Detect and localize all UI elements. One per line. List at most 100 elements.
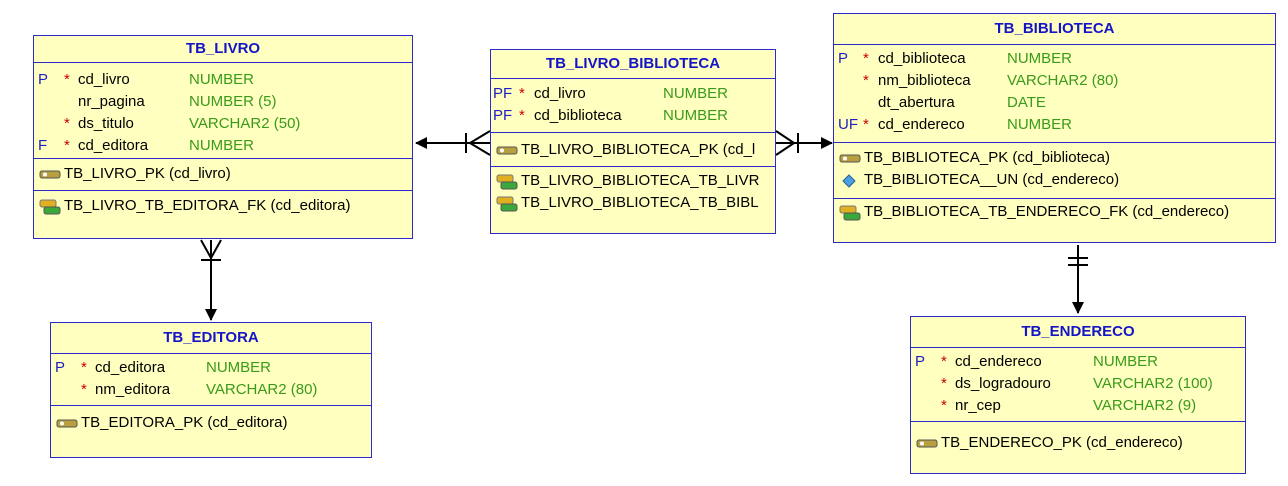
column-list: P * cd_editora NUMBER * nm_editora VARCH… — [51, 354, 371, 406]
column-type: VARCHAR2 (100) — [1093, 375, 1213, 392]
column-row[interactable]: PF * cd_livro NUMBER — [491, 83, 775, 105]
column-name: nr_cep — [955, 397, 1001, 414]
primary-key-icon — [916, 439, 938, 448]
primary-key-section: TB_EDITORA_PK (cd_editora) — [51, 406, 371, 458]
unique-key-icon — [842, 174, 856, 188]
key-marker: P — [915, 353, 926, 370]
primary-key-item[interactable]: TB_ENDERECO_PK (cd_endereco) — [911, 432, 1245, 454]
foreign-key-section: TB_LIVRO_TB_EDITORA_FK (cd_editora) — [34, 191, 412, 239]
column-list: PF * cd_livro NUMBER PF * cd_biblioteca … — [491, 79, 775, 133]
table-title: TB_ENDERECO — [911, 317, 1245, 348]
column-type: VARCHAR2 (9) — [1093, 397, 1197, 414]
column-row[interactable]: UF * cd_endereco NUMBER — [834, 114, 1275, 136]
key-marker: F — [38, 137, 48, 154]
relationship-livro-biblioteca-livro — [415, 130, 491, 156]
key-marker: PF — [493, 107, 513, 124]
key-marker: P — [38, 71, 49, 88]
foreign-key-icon — [496, 174, 518, 190]
column-name: cd_livro — [78, 71, 130, 88]
column-type: NUMBER (5) — [189, 93, 277, 110]
table-title: TB_BIBLIOTECA — [834, 14, 1275, 45]
table-title: TB_EDITORA — [51, 323, 371, 354]
column-type: NUMBER — [189, 71, 255, 88]
foreign-key-item[interactable]: TB_BIBLIOTECA_TB_ENDERECO_FK (cd_enderec… — [834, 201, 1275, 223]
column-row[interactable]: PF * cd_biblioteca NUMBER — [491, 105, 775, 127]
column-name: ds_logradouro — [955, 375, 1051, 392]
column-type: NUMBER — [1007, 116, 1073, 133]
column-row[interactable]: * nm_biblioteca VARCHAR2 (80) — [834, 70, 1275, 92]
column-row[interactable]: * ds_titulo VARCHAR2 (50) — [34, 113, 412, 135]
column-name: nm_editora — [95, 381, 171, 398]
foreign-key-item[interactable]: TB_LIVRO_BIBLIOTECA_TB_BIBL — [491, 192, 775, 214]
column-row[interactable]: P * cd_editora NUMBER — [51, 357, 371, 379]
column-name: ds_titulo — [78, 115, 134, 132]
column-row[interactable]: * ds_logradouro VARCHAR2 (100) — [911, 373, 1245, 395]
column-name: dt_abertura — [878, 94, 955, 111]
column-name: cd_biblioteca — [534, 107, 622, 124]
column-row[interactable]: nr_pagina NUMBER (5) — [34, 91, 412, 113]
column-row[interactable]: * nr_cep VARCHAR2 (9) — [911, 395, 1245, 417]
relationship-livro-editora — [200, 239, 222, 321]
table-tb-livro-biblioteca[interactable]: TB_LIVRO_BIBLIOTECA PF * cd_livro NUMBER… — [490, 49, 776, 234]
primary-key-item[interactable]: TB_LIVRO_BIBLIOTECA_PK (cd_l — [491, 139, 775, 161]
table-tb-livro[interactable]: TB_LIVRO P * cd_livro NUMBER nr_pagina N… — [33, 35, 413, 239]
column-type: DATE — [1007, 94, 1046, 111]
column-type: VARCHAR2 (80) — [1007, 72, 1119, 89]
table-tb-editora[interactable]: TB_EDITORA P * cd_editora NUMBER * nm_ed… — [50, 322, 372, 458]
table-tb-endereco[interactable]: TB_ENDERECO P * cd_endereco NUMBER * ds_… — [910, 316, 1246, 474]
primary-key-item[interactable]: TB_BIBLIOTECA_PK (cd_biblioteca) — [834, 147, 1275, 169]
column-name: cd_editora — [78, 137, 149, 154]
column-row[interactable]: dt_abertura DATE — [834, 92, 1275, 114]
foreign-key-icon — [496, 196, 518, 212]
foreign-key-section: TB_LIVRO_BIBLIOTECA_TB_LIVR TB_LIVRO_BIB… — [491, 167, 775, 233]
unique-key-item[interactable]: TB_BIBLIOTECA__UN (cd_endereco) — [834, 169, 1275, 191]
primary-key-icon — [56, 419, 78, 428]
required-marker: * — [863, 72, 869, 89]
required-marker: * — [863, 50, 869, 67]
foreign-key-item[interactable]: TB_LIVRO_TB_EDITORA_FK (cd_editora) — [34, 195, 412, 217]
required-marker: * — [81, 359, 87, 376]
column-type: NUMBER — [1007, 50, 1073, 67]
foreign-key-item[interactable]: TB_LIVRO_BIBLIOTECA_TB_LIVR — [491, 170, 775, 192]
required-marker: * — [519, 107, 525, 124]
key-marker: P — [55, 359, 66, 376]
primary-key-item[interactable]: TB_EDITORA_PK (cd_editora) — [51, 412, 371, 434]
column-name: cd_biblioteca — [878, 50, 966, 67]
required-marker: * — [941, 375, 947, 392]
column-row[interactable]: P * cd_livro NUMBER — [34, 69, 412, 91]
required-marker: * — [863, 116, 869, 133]
required-marker: * — [64, 71, 70, 88]
column-row[interactable]: P * cd_biblioteca NUMBER — [834, 48, 1275, 70]
column-row[interactable]: P * cd_endereco NUMBER — [911, 351, 1245, 373]
required-marker: * — [519, 85, 525, 102]
column-type: VARCHAR2 (80) — [206, 381, 318, 398]
table-title: TB_LIVRO_BIBLIOTECA — [491, 50, 775, 79]
column-name: cd_endereco — [955, 353, 1042, 370]
column-name: cd_endereco — [878, 116, 965, 133]
column-type: NUMBER — [663, 107, 729, 124]
column-type: NUMBER — [206, 359, 272, 376]
primary-key-item[interactable]: TB_LIVRO_PK (cd_livro) — [34, 163, 412, 185]
key-section: TB_BIBLIOTECA_PK (cd_biblioteca) TB_BIBL… — [834, 143, 1275, 199]
required-marker: * — [941, 353, 947, 370]
required-marker: * — [64, 115, 70, 132]
key-marker: UF — [838, 116, 858, 133]
column-type: VARCHAR2 (50) — [189, 115, 301, 132]
column-row[interactable]: F * cd_editora NUMBER — [34, 135, 412, 157]
column-name: nm_biblioteca — [878, 72, 971, 89]
column-type: NUMBER — [663, 85, 729, 102]
required-marker: * — [64, 137, 70, 154]
column-list: P * cd_livro NUMBER nr_pagina NUMBER (5)… — [34, 63, 412, 159]
foreign-key-icon — [39, 199, 61, 215]
relationship-biblioteca-endereco — [1068, 245, 1088, 314]
required-marker: * — [941, 397, 947, 414]
primary-key-icon — [39, 170, 61, 179]
primary-key-icon — [839, 154, 861, 163]
column-row[interactable]: * nm_editora VARCHAR2 (80) — [51, 379, 371, 401]
column-name: cd_livro — [534, 85, 586, 102]
key-marker: P — [838, 50, 849, 67]
primary-key-icon — [496, 146, 518, 155]
column-name: cd_editora — [95, 359, 166, 376]
table-title: TB_LIVRO — [34, 36, 412, 63]
table-tb-biblioteca[interactable]: TB_BIBLIOTECA P * cd_biblioteca NUMBER *… — [833, 13, 1276, 243]
